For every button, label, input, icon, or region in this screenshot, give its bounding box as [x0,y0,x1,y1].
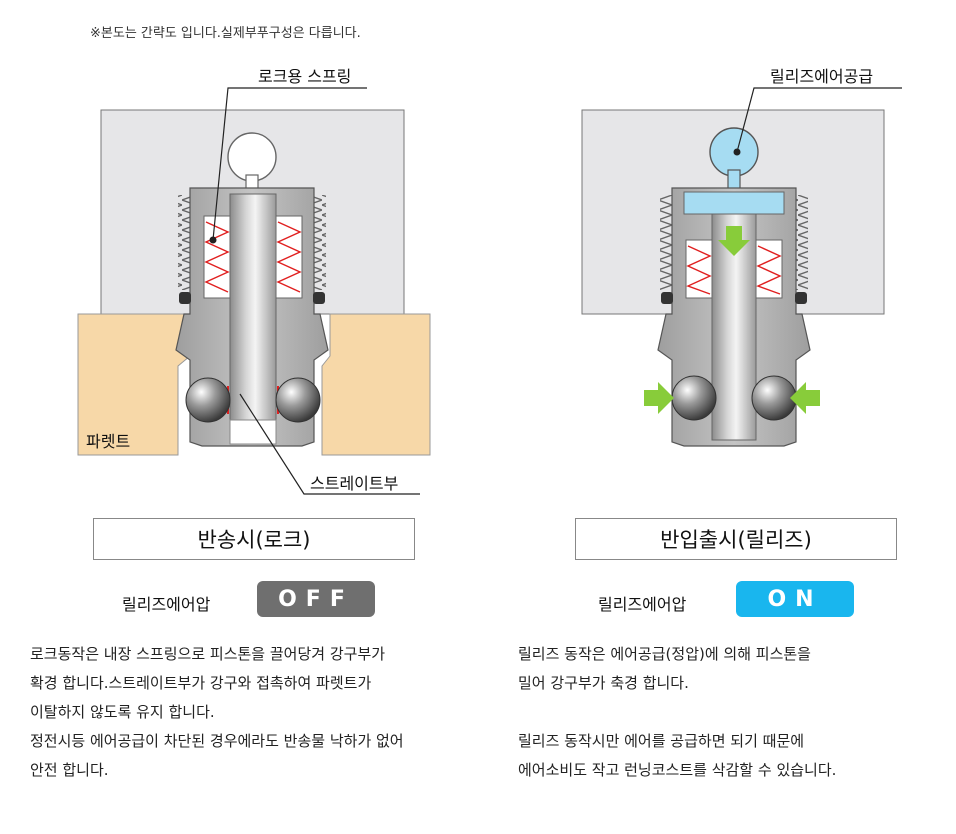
release-description-line: 에어소비도 작고 런닝코스트를 삭감할 수 있습니다. [518,761,837,779]
release-description: 릴리즈 동작은 에어공급(정압)에 의해 피스톤을 밀어 강구부가 축경 합니다… [518,640,836,785]
straight-part-label: 스트레이트부 [310,474,399,493]
lock-diagram [77,87,431,495]
release-description-line: 릴리즈 동작시만 에어를 공급하면 되기 때문에 [518,732,805,750]
lock-description: 로크동작은 내장 스프링으로 피스톤을 끌어당겨 강구부가 확경 합니다.스트레… [30,640,404,785]
pallet-label: 파렛트 [86,432,131,451]
release-diagram [581,87,902,447]
disclaimer-note: ※본도는 간략도 입니다.실제부푸구성은 다릅니다. [90,26,361,41]
off-status-badge: OFF [257,581,375,617]
release-description-line: 밀어 강구부가 축경 합니다. [518,674,689,692]
lock-description-line: 확경 합니다.스트레이트부가 강구와 접촉하여 파렛트가 [30,674,372,692]
lock-caption: 반송시(로크) [93,518,415,560]
on-status-badge: ON [736,581,854,617]
release-caption: 반입출시(릴리즈) [575,518,897,560]
air-supply-label: 릴리즈에어공급 [770,67,874,86]
release-description-line: 릴리즈 동작은 에어공급(정압)에 의해 피스톤을 [518,645,811,663]
lock-description-line: 이탈하지 않도록 유지 합니다. [30,703,215,721]
lock-description-line: 정전시등 에어공급이 차단된 경우에라도 반송물 낙하가 없어 [30,732,404,750]
spring-label: 로크용 스프링 [258,67,352,86]
release-air-label: 릴리즈에어압 [598,595,687,614]
lock-description-line: 안전 합니다. [30,761,109,779]
lock-air-label: 릴리즈에어압 [122,595,211,614]
release-description-line [518,698,836,727]
lock-description-line: 로크동작은 내장 스프링으로 피스톤을 끌어당겨 강구부가 [30,645,386,663]
